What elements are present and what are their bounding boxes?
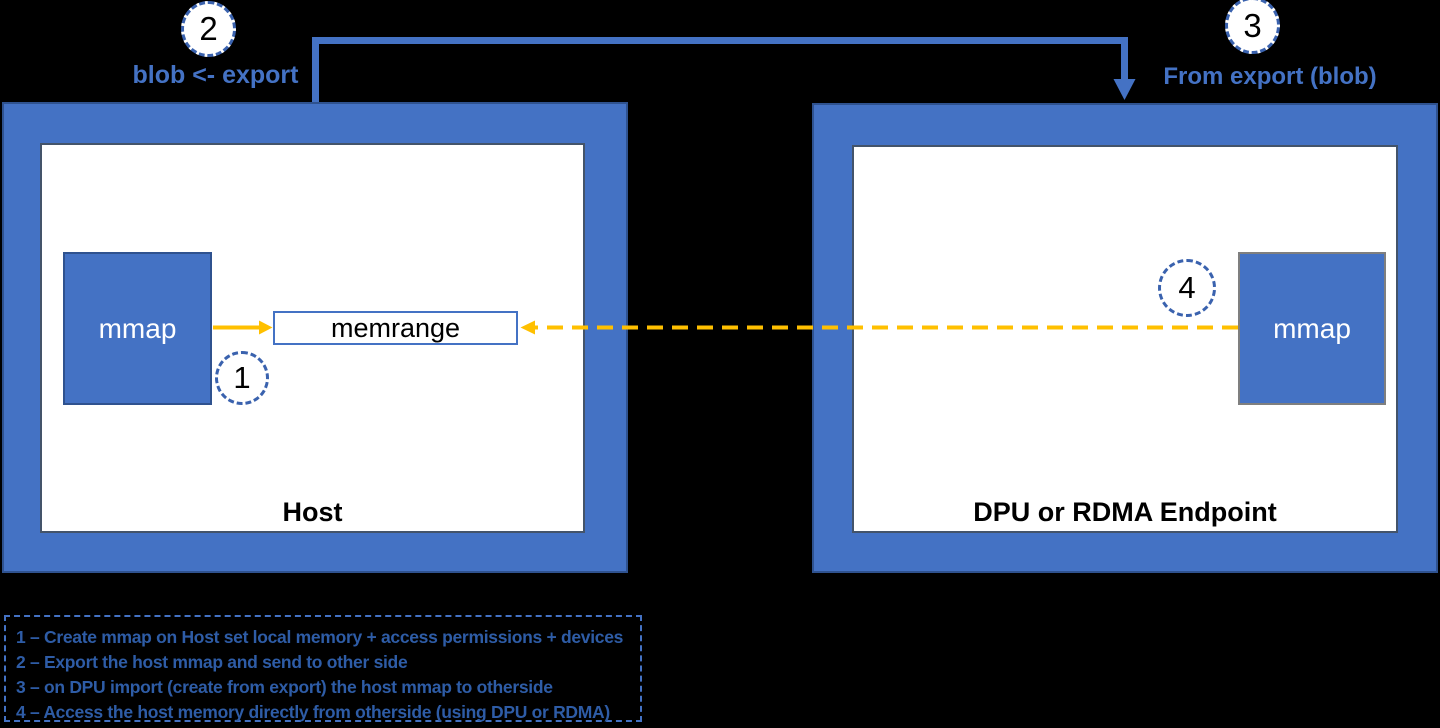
- host-mmap-box: mmap: [63, 252, 212, 405]
- dpu-mmap-label: mmap: [1273, 312, 1351, 344]
- legend-item-2: 2 – Export the host mmap and send to oth…: [16, 652, 408, 672]
- step-2-number: 2: [199, 10, 218, 47]
- dpu-panel-inner: DPU or RDMA Endpoint: [852, 145, 1398, 533]
- step-4-number: 4: [1178, 270, 1196, 305]
- host-title: Host: [282, 497, 343, 527]
- legend-item-4: 4 – Access the host memory directly from…: [16, 702, 610, 722]
- memrange-box: memrange: [273, 311, 518, 345]
- legend-item-3: 3 – on DPU import (create from export) t…: [16, 677, 553, 697]
- legend-box: 1 – Create mmap on Host set local memory…: [4, 615, 642, 722]
- export-connector-arrow: [312, 37, 1136, 102]
- host-mmap-label: mmap: [98, 312, 177, 344]
- step-4-circle: 4: [1158, 259, 1216, 317]
- legend-item-1: 1 – Create mmap on Host set local memory…: [16, 627, 624, 647]
- step-3-number: 3: [1243, 6, 1262, 44]
- step-1-number: 1: [233, 360, 251, 395]
- export-flow-label: blob <- export: [132, 61, 299, 89]
- step-3-circle: 3: [1225, 0, 1280, 54]
- step-1-circle: 1: [215, 351, 269, 405]
- memrange-label: memrange: [330, 312, 461, 343]
- dpu-title: DPU or RDMA Endpoint: [973, 497, 1277, 527]
- import-flow-label: From export (blob): [1163, 63, 1377, 90]
- step-2-circle: 2: [181, 1, 236, 57]
- dpu-mmap-box: mmap: [1238, 252, 1386, 405]
